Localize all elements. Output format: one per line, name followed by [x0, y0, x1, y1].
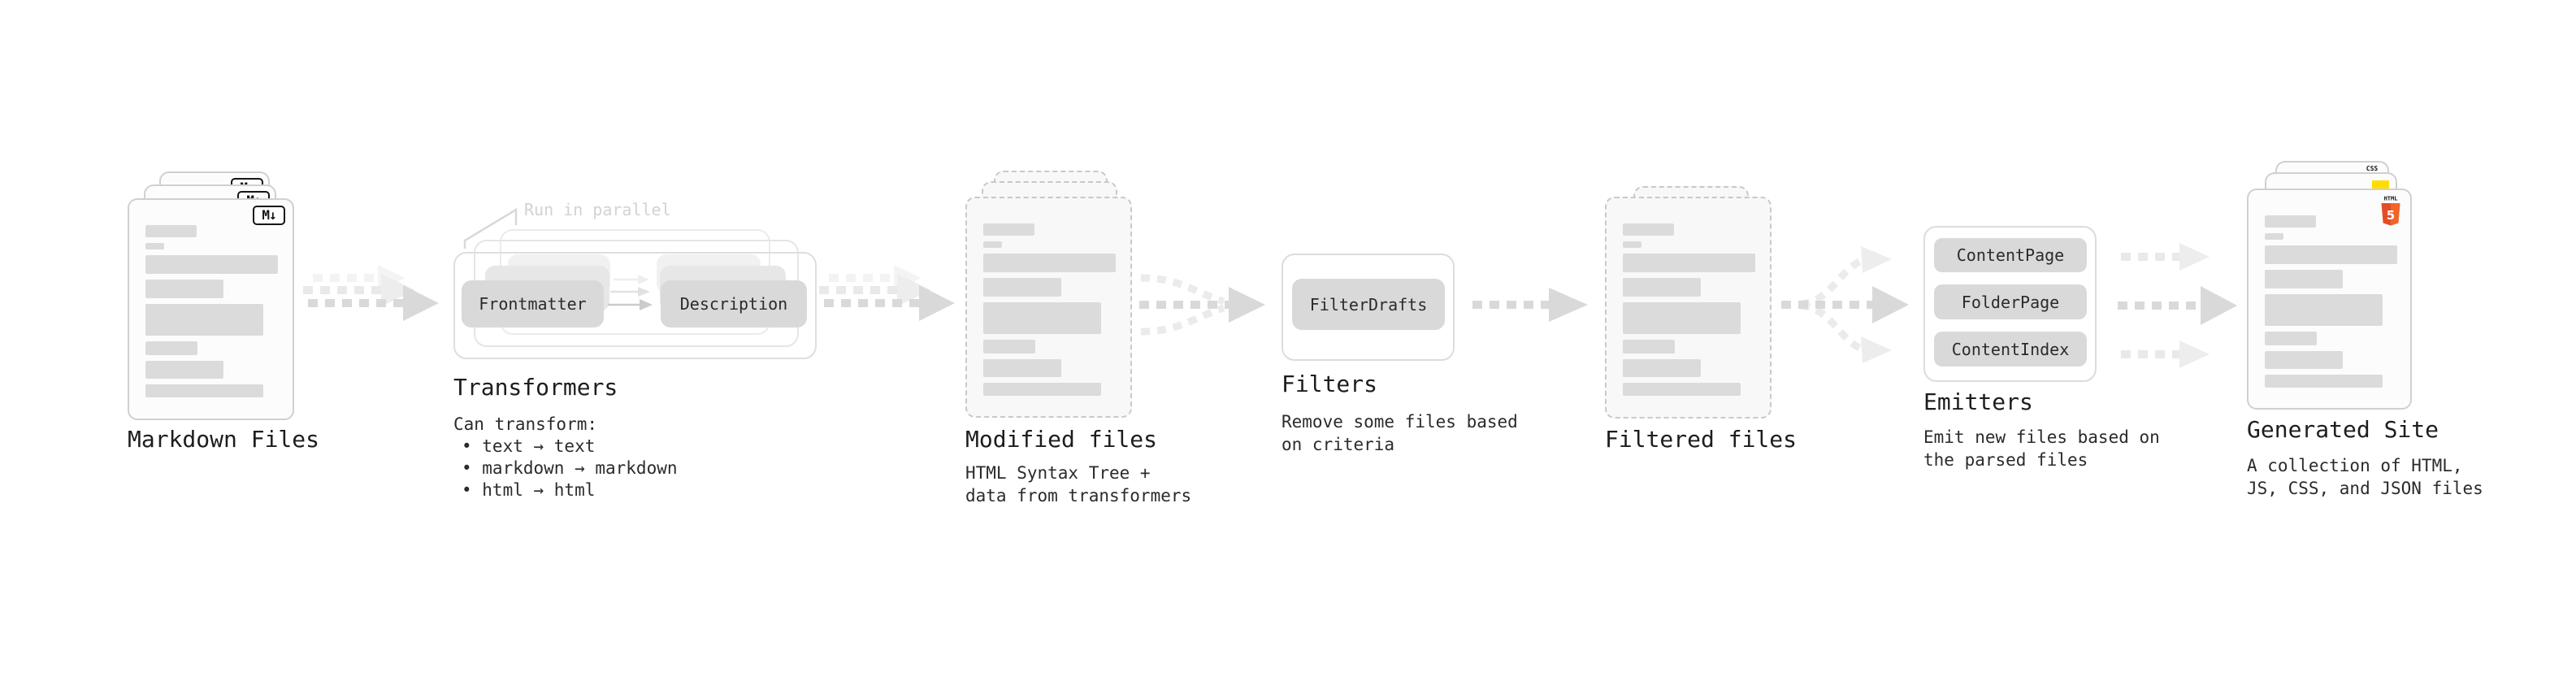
placeholder-bar: [1623, 302, 1741, 334]
file-content-placeholder: [983, 223, 1116, 396]
placeholder-bar: [1623, 340, 1675, 354]
desc-line: data from transformers: [965, 486, 1192, 505]
filters-description: Remove some files based on criteria: [1281, 410, 1518, 456]
placeholder-bar: [145, 304, 263, 336]
flow-arrow-md-to-transformers-icon: [303, 265, 439, 321]
transformers-label: Transformers: [453, 374, 618, 401]
placeholder-bar: [2265, 351, 2343, 369]
flow-arrow-modified-to-filters-icon: [1139, 274, 1265, 336]
placeholder-bar: [2265, 245, 2397, 264]
transformer-container-front: [453, 252, 817, 359]
placeholder-bar: [2265, 233, 2283, 240]
placeholder-bar: [145, 384, 263, 397]
placeholder-bar: [2265, 294, 2383, 326]
placeholder-bar: [1623, 241, 1641, 248]
node-frontmatter: Frontmatter: [462, 280, 604, 327]
placeholder-bar: [2265, 215, 2316, 228]
file-card-front: M↓: [128, 198, 294, 420]
placeholder-bar: [145, 255, 278, 274]
desc-line: • text → text: [462, 436, 596, 456]
file-card-front: [1605, 197, 1772, 419]
markdown-files-label: Markdown Files: [128, 426, 320, 453]
desc-line: the parsed files: [1923, 450, 2088, 470]
node-folderpage: FolderPage: [1934, 284, 2087, 319]
run-in-parallel-annotation: Run in parallel: [524, 200, 671, 219]
node-filterdrafts: FilterDrafts: [1292, 279, 1445, 330]
placeholder-bar: [145, 341, 197, 355]
desc-line: HTML Syntax Tree +: [965, 463, 1151, 483]
flow-arrow-filtered-to-emitters-icon: [1781, 246, 1909, 363]
placeholder-bar: [983, 340, 1035, 354]
placeholder-bar: [983, 278, 1061, 297]
callout-line: [463, 207, 518, 249]
flow-arrow-filters-to-filtered-icon: [1472, 288, 1588, 322]
modified-files-label: Modified files: [965, 426, 1158, 453]
desc-line: on criteria: [1281, 435, 1395, 454]
placeholder-bar: [983, 223, 1034, 236]
filters-label: Filters: [1281, 371, 1378, 397]
filtered-files-label: Filtered files: [1605, 426, 1798, 453]
file-content-placeholder: [1623, 223, 1755, 396]
emitters-description: Emit new files based on the parsed files: [1923, 426, 2160, 471]
file-card-front: HTML 5: [2247, 189, 2412, 410]
file-content-placeholder: [2265, 215, 2397, 388]
svg-text:HTML: HTML: [2384, 196, 2398, 202]
placeholder-bar: [2265, 332, 2317, 345]
modified-files-description: HTML Syntax Tree + data from transformer…: [965, 462, 1191, 507]
flow-arrow-emitters-to-site-icon: [2118, 243, 2237, 368]
flow-arrow-transformers-to-modified-icon: [819, 265, 955, 321]
placeholder-bar: [983, 359, 1061, 377]
file-card-front: [965, 197, 1132, 418]
placeholder-bar: [1623, 223, 1674, 236]
placeholder-bar: [983, 383, 1101, 396]
desc-line: A collection of HTML,: [2247, 456, 2463, 475]
placeholder-bar: [1623, 254, 1755, 272]
desc-line: Can transform:: [453, 414, 598, 434]
css-label: CSS: [2366, 165, 2379, 172]
placeholder-bar: [145, 361, 223, 379]
transform-arrows-icon: [608, 275, 653, 310]
file-content-placeholder: [145, 225, 278, 397]
node-contentpage: ContentPage: [1934, 238, 2087, 272]
placeholder-bar: [983, 302, 1101, 334]
desc-line: • markdown → markdown: [462, 458, 678, 478]
emitters-label: Emitters: [1923, 388, 2033, 415]
desc-line: Emit new files based on: [1923, 427, 2160, 447]
placeholder-bar: [2265, 375, 2383, 388]
generated-site-description: A collection of HTML, JS, CSS, and JSON …: [2247, 454, 2483, 500]
placeholder-bar: [1623, 359, 1701, 377]
desc-line: • html → html: [462, 480, 596, 500]
node-contentindex: ContentIndex: [1934, 332, 2087, 367]
placeholder-bar: [145, 243, 164, 249]
node-description: Description: [661, 280, 807, 327]
placeholder-bar: [145, 280, 223, 298]
placeholder-bar: [1623, 278, 1701, 297]
placeholder-bar: [1623, 383, 1741, 396]
markdown-icon: M↓: [253, 206, 285, 225]
placeholder-bar: [145, 225, 197, 237]
placeholder-bar: [983, 254, 1116, 272]
generated-site-label: Generated Site: [2247, 416, 2439, 443]
js-icon: [2372, 180, 2389, 189]
placeholder-bar: [2265, 270, 2343, 288]
desc-line: JS, CSS, and JSON files: [2247, 479, 2483, 498]
transformers-description: Can transform: • text → text • markdown …: [453, 414, 678, 501]
svg-text:5: 5: [2387, 208, 2395, 223]
desc-line: Remove some files based: [1281, 412, 1518, 432]
placeholder-bar: [983, 241, 1002, 248]
html5-icon: HTML 5: [2381, 196, 2400, 226]
